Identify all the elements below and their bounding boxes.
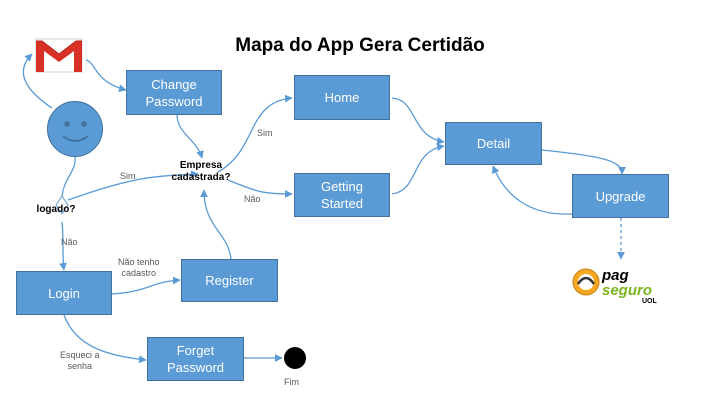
- change-password-node[interactable]: Change Password: [126, 70, 222, 115]
- edge-smiley-to-gmail: [22, 53, 53, 109]
- edge-getting-started-to-detail: [391, 143, 445, 195]
- edge-home-to-detail: [391, 97, 445, 145]
- edge-login-to-register: [111, 276, 181, 295]
- forget-password-node[interactable]: Forget Password: [147, 337, 244, 381]
- upgrade-label: Upgrade: [595, 188, 646, 204]
- end-label: Fim: [284, 377, 299, 387]
- edge-label-esqueci-a-senha: Esqueci a senha: [60, 350, 100, 371]
- logado-question: logado?: [36, 204, 76, 215]
- edge-change-password-to-empresa: [176, 114, 204, 159]
- edge-label-sim-logado: Sim: [120, 171, 136, 181]
- empresa-cadastrada-question: Empresa cadastrada?: [171, 160, 231, 183]
- edge-smiley-to-logado: [61, 156, 76, 197]
- pagseguro-uol-text: UOL: [642, 298, 658, 305]
- login-label: Login: [48, 285, 80, 301]
- pagseguro-pag-text: pag: [601, 267, 629, 284]
- forget-password-label: Forget Password: [166, 343, 225, 375]
- end-node: [284, 347, 306, 369]
- pagseguro-logo: pag seguro UOL: [572, 262, 672, 306]
- edge-empresa-to-home: [217, 94, 293, 173]
- edge-label-nao-getting-started: Não: [244, 194, 261, 204]
- detail-label: Detail: [476, 136, 511, 151]
- edge-label-sim-home: Sim: [257, 128, 273, 138]
- register-node[interactable]: Register: [181, 259, 278, 302]
- home-node[interactable]: Home: [294, 75, 390, 120]
- edge-upgrade-to-detail: [491, 165, 573, 215]
- edge-register-to-empresa: [200, 189, 232, 260]
- edge-empresa-to-getting-started: [227, 179, 293, 198]
- change-password-label: Change Password: [145, 76, 203, 109]
- login-node[interactable]: Login: [16, 271, 112, 315]
- getting-started-label: Getting Started: [321, 179, 363, 211]
- edge-label-nao-login: Não: [61, 237, 78, 247]
- edge-logado-to-empresa: [67, 170, 199, 201]
- gmail-icon: [35, 38, 83, 73]
- pagseguro-seguro-text: seguro: [602, 282, 652, 299]
- register-label: Register: [205, 273, 254, 288]
- home-label: Home: [324, 90, 360, 105]
- edge-gmail-to-change-password: [85, 59, 127, 93]
- upgrade-node[interactable]: Upgrade: [572, 174, 669, 218]
- edge-login-to-forget-password: [63, 314, 147, 364]
- edge-logado-to-login: [59, 221, 67, 271]
- user-smiley-icon: [47, 101, 103, 157]
- diagram-title: Mapa do App Gera Certidão: [235, 35, 485, 56]
- edge-label-nao-tenho-cadastro: Não tenho cadastro: [118, 257, 160, 278]
- edge-detail-to-upgrade: [541, 149, 626, 175]
- logado-decision-diamond: [55, 195, 69, 215]
- getting-started-node[interactable]: Getting Started: [294, 173, 390, 217]
- detail-node[interactable]: Detail: [445, 122, 542, 165]
